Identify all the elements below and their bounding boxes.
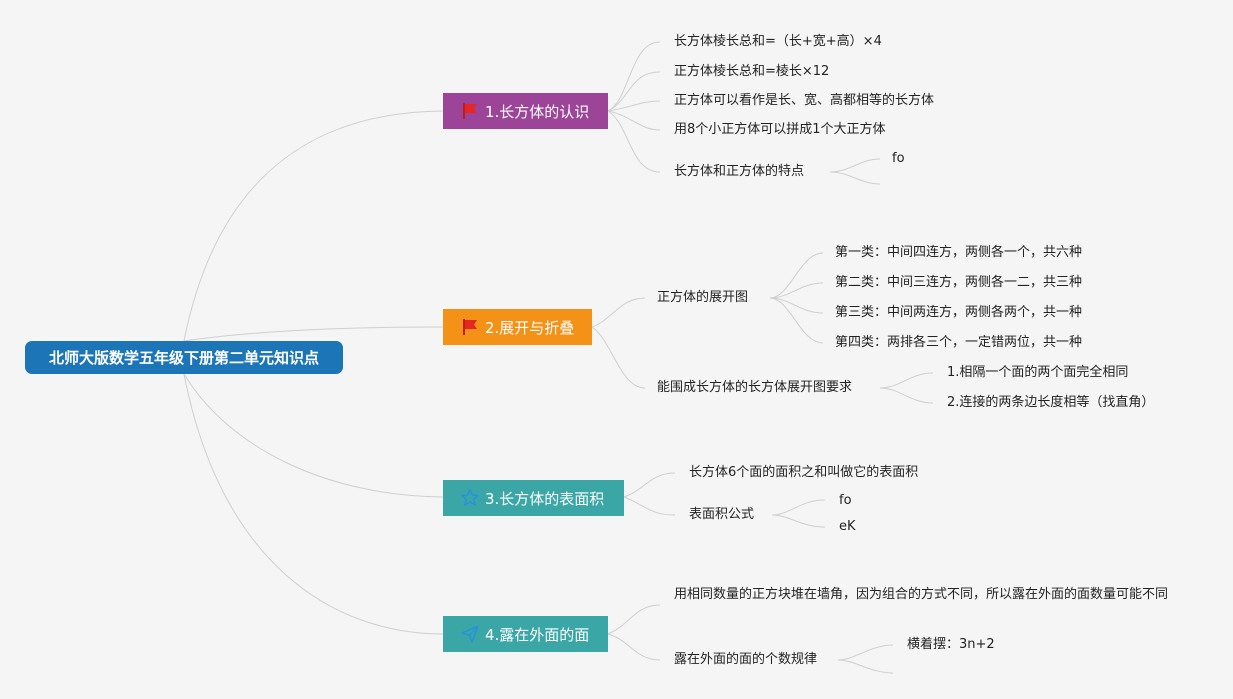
leaf-node[interactable]: 用8个小正方体可以拼成1个大正方体 <box>674 122 886 137</box>
root-label: 北师大版数学五年级下册第二单元知识点 <box>48 349 319 367</box>
paper-plane-icon <box>461 625 479 643</box>
branch-node-4[interactable]: 4.露在外面的面 <box>443 616 608 652</box>
red-flag-icon <box>463 319 477 335</box>
star-icon <box>461 488 479 506</box>
leaf-node[interactable]: 1.相隔一个面的两个面完全相同 <box>947 365 1129 380</box>
leaf-node[interactable]: 第一类：中间四连方，两侧各一个，共六种 <box>835 245 1083 260</box>
leaf-node[interactable]: 长方体棱长总和=（长+宽+高）×4 <box>674 34 882 49</box>
branch-label: 2.展开与折叠 <box>485 318 575 337</box>
leaf-node[interactable]: 第三类：中间两连方，两侧各两个，共一种 <box>835 305 1083 320</box>
leaf-node[interactable]: 2.连接的两条边长度相等（找直角） <box>947 395 1155 410</box>
leaf-node[interactable]: 表面积公式 <box>689 507 755 522</box>
leaf-node[interactable]: fo <box>892 151 905 166</box>
leaf-node[interactable]: 能围成长方体的长方体展开图要求 <box>657 380 853 395</box>
branch-node-3[interactable]: 3.长方体的表面积 <box>443 480 624 516</box>
branch-node-2[interactable]: 2.展开与折叠 <box>443 309 592 345</box>
leaf-node[interactable]: 正方体可以看作是长、宽、高都相等的长方体 <box>674 93 935 108</box>
branch-label: 1.长方体的认识 <box>485 102 590 121</box>
branch-node-1[interactable]: 1.长方体的认识 <box>443 93 608 129</box>
leaf-node[interactable]: 第四类：两排各三个，一定错两位，共一种 <box>835 335 1083 350</box>
leaf-node[interactable]: 正方体的展开图 <box>657 290 749 305</box>
leaf-node[interactable]: 长方体和正方体的特点 <box>674 164 805 179</box>
leaf-node[interactable]: 横着摆：3n+2 <box>907 637 995 652</box>
leaf-node[interactable]: 长方体6个面的面积之和叫做它的表面积 <box>689 465 919 480</box>
leaf-node[interactable]: 露在外面的面的个数规律 <box>674 652 818 667</box>
leaf-node[interactable]: fo <box>839 493 852 508</box>
leaf-node[interactable]: 用相同数量的正方块堆在墙角，因为组合的方式不同，所以露在外面的面数量可能不同 <box>674 587 1169 602</box>
root-node[interactable]: 北师大版数学五年级下册第二单元知识点 <box>25 341 343 374</box>
leaf-node[interactable]: 正方体棱长总和=棱长×12 <box>674 64 830 79</box>
branch-label: 3.长方体的表面积 <box>485 489 605 508</box>
branch-label: 4.露在外面的面 <box>485 625 590 644</box>
red-flag-icon <box>463 103 477 119</box>
leaf-node[interactable]: 第二类：中间三连方，两侧各一二，共三种 <box>835 275 1083 290</box>
leaf-node[interactable]: eK <box>839 519 856 534</box>
